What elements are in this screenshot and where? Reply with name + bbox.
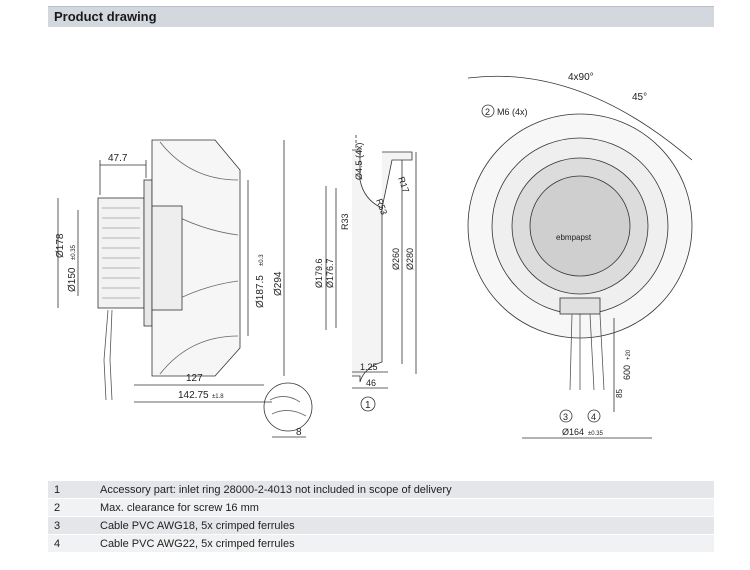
- angle-1: 4x90°: [568, 72, 594, 83]
- dim-d2: Ø176.7: [325, 258, 335, 288]
- dim-d4: Ø280: [405, 248, 415, 270]
- angle-arc: [467, 75, 693, 161]
- dim-left-outer: Ø178: [55, 233, 66, 258]
- callout-2: 2: [485, 107, 490, 117]
- table-row: 1 Accessory part: inlet ring 28000-2-401…: [48, 481, 714, 499]
- dim-r3: R17: [396, 175, 411, 194]
- dim-top: 47.7: [108, 153, 128, 164]
- note-number: 2: [48, 498, 94, 517]
- dim-left-inner-tol: ±0.35: [71, 244, 77, 260]
- note-text: Cable PVC AWG18, 5x crimped ferrules: [94, 516, 714, 535]
- dim-r1: R33: [340, 213, 350, 230]
- angle-2: 45°: [632, 92, 647, 103]
- dim-hub: Ø187.5: [255, 275, 266, 308]
- notes-table: 1 Accessory part: inlet ring 28000-2-401…: [48, 481, 714, 553]
- note-text: Accessory part: inlet ring 28000-2-4013 …: [94, 481, 714, 499]
- dim-bottom-2: 142.75: [178, 390, 209, 401]
- inlet-ring-view: Ø4.5 (4x) R33 R53 R17 Ø179.6 Ø176.7 Ø260…: [314, 135, 417, 412]
- callout-3: 3: [563, 412, 568, 422]
- table-row: 2 Max. clearance for screw 16 mm: [48, 498, 714, 517]
- side-view: 47.7 Ø178 Ø150 ±0.35 Ø187.5 ±0.3 Ø294 12…: [55, 139, 313, 438]
- dim-outer: Ø294: [273, 271, 284, 296]
- dim-detail: 8: [296, 427, 302, 438]
- dim-ring-2: 46: [366, 378, 376, 388]
- thread-label: M6 (4x): [497, 107, 528, 117]
- section-header: Product drawing: [48, 6, 714, 27]
- strip-len: 85: [615, 389, 624, 398]
- note-number: 4: [48, 534, 94, 553]
- note-number: 3: [48, 516, 94, 535]
- callout-1: [360, 396, 376, 412]
- cable-len: 600: [622, 365, 632, 380]
- dim-left-inner: Ø150: [67, 267, 78, 292]
- callout-1-label: 1: [365, 400, 371, 411]
- dim-bottom-1: 127: [186, 373, 203, 384]
- note-number: 1: [48, 481, 94, 499]
- dim-hub-tol: ±0.3: [259, 254, 265, 266]
- dim-ring-1: 1.25: [360, 362, 378, 372]
- impeller-outline: [151, 139, 241, 377]
- note-text: Cable PVC AWG22, 5x crimped ferrules: [94, 534, 714, 553]
- inlet-ring-profile: [352, 149, 383, 383]
- table-row: 3 Cable PVC AWG18, 5x crimped ferrules: [48, 516, 714, 535]
- cable-len-tol: +20: [626, 349, 632, 360]
- callout-4: 4: [591, 412, 596, 422]
- dim-d3: Ø260: [391, 248, 401, 270]
- front-view: ebmpapst 4x90° 45° 2 M6 (4x) 600 +20 85 …: [467, 72, 693, 439]
- motor-body: [97, 197, 145, 309]
- note-text: Max. clearance for screw 16 mm: [94, 498, 714, 517]
- dim-d1: Ø179.6: [314, 258, 324, 288]
- table-row: 4 Cable PVC AWG22, 5x crimped ferrules: [48, 534, 714, 553]
- section-title: Product drawing: [54, 9, 157, 24]
- detail-circle: [263, 382, 313, 432]
- dia-bottom: Ø164: [562, 427, 584, 437]
- dim-bottom-2-tol: ±1.8: [212, 394, 224, 400]
- mounting-flange: [143, 179, 153, 327]
- dim-holes: Ø4.5 (4x): [354, 142, 364, 180]
- brand-label: ebmpapst: [556, 233, 592, 242]
- product-drawing: 47.7 Ø178 Ø150 ±0.35 Ø187.5 ±0.3 Ø294 12…: [55, 72, 693, 439]
- dia-bottom-tol: ±0.35: [588, 431, 604, 437]
